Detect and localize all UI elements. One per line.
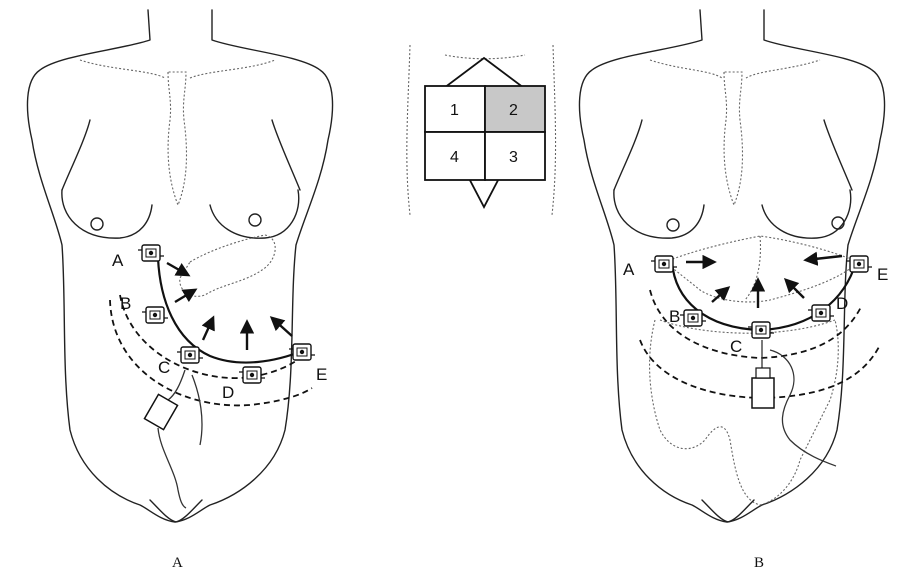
breast-left-b — [614, 190, 704, 238]
colon-b — [650, 320, 839, 505]
port-e-a — [289, 344, 315, 360]
port-label-b-a: B — [120, 294, 131, 313]
panel-b: A B C D E B — [579, 10, 888, 571]
sternum-a — [168, 72, 186, 205]
port-label-a-a: A — [112, 251, 124, 270]
port-label-a-b: A — [623, 260, 635, 279]
upper-organs-b — [665, 236, 858, 302]
port-label-c-b: C — [730, 337, 742, 356]
arrow-3-a — [203, 318, 213, 340]
stomach-a — [180, 235, 275, 296]
arrow-5-a — [272, 318, 292, 336]
clavicles-b — [650, 60, 820, 78]
port-d-b — [808, 305, 834, 321]
port-a-b — [651, 256, 677, 272]
dashed-arc-outer-a — [110, 300, 312, 405]
port-label-d-b: D — [836, 294, 848, 313]
port-b-b — [680, 310, 706, 326]
solid-arc-a — [158, 258, 305, 363]
sternum-b — [724, 72, 742, 205]
port-e-b — [846, 256, 872, 272]
camera-device-a — [144, 394, 186, 508]
port-c-b — [748, 322, 774, 338]
clavicles-a — [80, 60, 275, 78]
breast-right-b — [762, 190, 851, 238]
port-label-e-a: E — [316, 365, 327, 384]
quadrant-label-2: 2 — [509, 102, 518, 119]
quadrant-inset: 1 2 3 4 — [407, 45, 556, 215]
torso-outline-a — [27, 10, 332, 522]
panel-a: A B C D E A — [27, 10, 332, 571]
arrow-1-a — [167, 263, 188, 275]
port-a-a — [138, 245, 164, 261]
panel-a-caption: A — [172, 555, 183, 571]
breast-left-a — [62, 190, 152, 238]
port-label-c-a: C — [158, 358, 170, 377]
camera-device-b — [752, 368, 774, 408]
panel-b-caption: B — [754, 555, 764, 571]
port-label-d-a: D — [222, 383, 234, 402]
port-b-a — [142, 307, 168, 323]
port-d-a — [239, 367, 265, 383]
port-label-b-b: B — [669, 307, 680, 326]
port-c-a — [177, 347, 203, 363]
quadrant-label-3: 3 — [509, 149, 518, 166]
quadrant-label-1: 1 — [450, 102, 459, 119]
quadrant-label-4: 4 — [450, 149, 459, 166]
arrow-5-b — [806, 256, 842, 260]
port-label-e-b: E — [877, 265, 888, 284]
